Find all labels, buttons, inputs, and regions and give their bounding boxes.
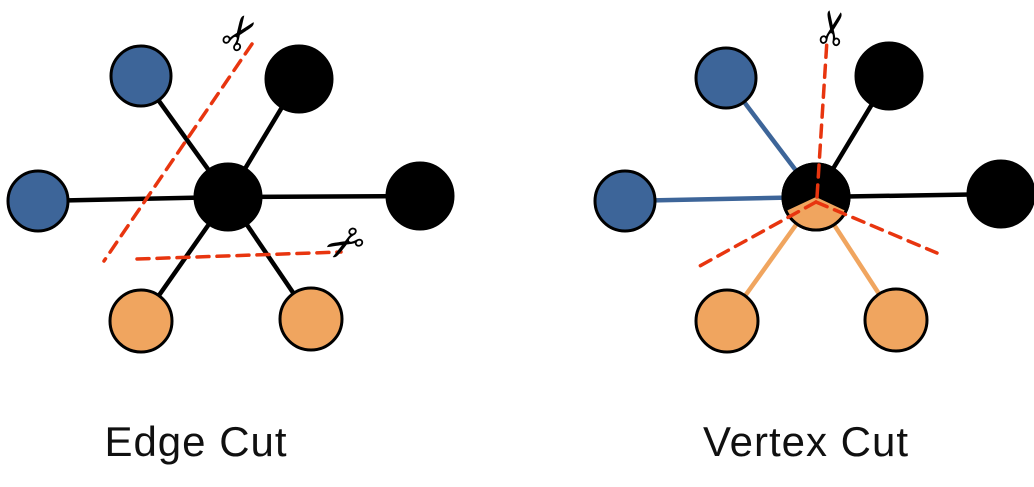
scissors-icon: ✂ [314, 210, 374, 276]
vertex-cut-node-bottom-right [863, 287, 929, 353]
edge-cut-node-left [6, 169, 70, 233]
vertex-cut-node-top [854, 41, 924, 111]
edge-cut-diagram: ✂✂ [6, 2, 455, 354]
vertex-cut-cut-line-1 [696, 200, 818, 269]
scissors-icon: ✂ [207, 2, 273, 65]
edge-cut-node-right [385, 161, 455, 231]
vertex-cut-label: Vertex Cut [703, 418, 909, 465]
vertex-cut-diagram: ✂ [593, 4, 1034, 354]
edge-cut-node-top-left [109, 44, 173, 108]
edge-cut-node-top [264, 44, 334, 114]
vertex-cut-node-top-left [694, 46, 758, 110]
vertex-cut-node-bottom-left [694, 288, 760, 354]
vertex-cut-cut-line-0 [815, 38, 829, 199]
scissors-icon: ✂ [803, 4, 863, 51]
vertex-cut-node-center-outline [781, 162, 851, 232]
vertex-cut-node-left [593, 169, 657, 233]
edge-cut-node-bottom-left [108, 288, 174, 354]
vertex-cut-node-center-wedge [786, 197, 846, 231]
vertex-cut-cut-line-2 [814, 200, 939, 255]
edge-cut-cut-line-1 [135, 250, 343, 261]
edge-cut-node-bottom-right [278, 286, 344, 352]
vertex-cut-node-right [966, 159, 1034, 229]
edge-cut-cut-line-0 [102, 42, 254, 263]
edge-cut-node-center [193, 162, 263, 232]
edge-cut-label: Edge Cut [104, 418, 287, 465]
